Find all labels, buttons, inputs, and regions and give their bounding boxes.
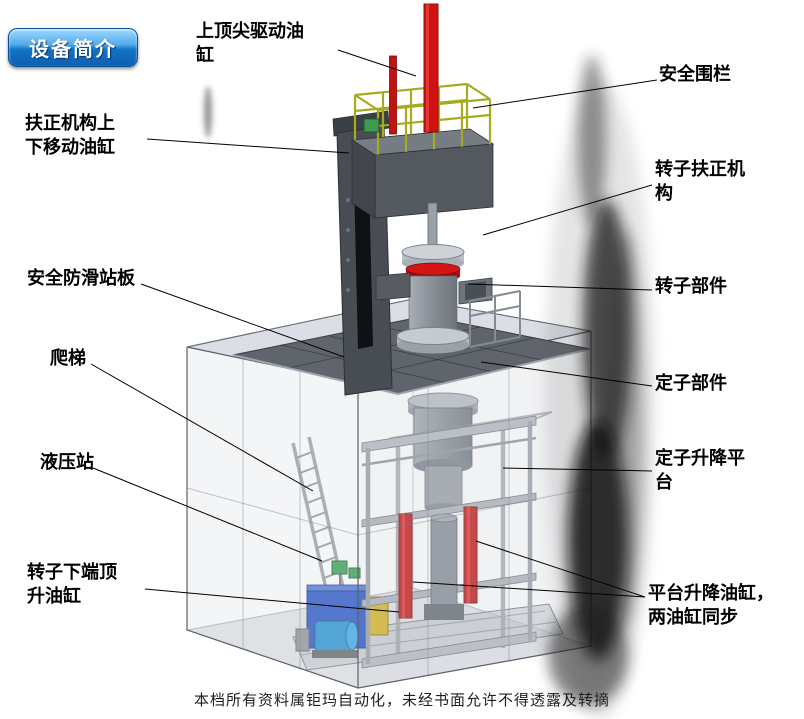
rotor-bottom-jack-cylinder — [424, 513, 464, 620]
leader-rotor-bottom-jack-cylinder — [144, 588, 400, 613]
head-box — [350, 128, 495, 219]
callout-centering-updown-cylinder: 扶正机构上 下移动油缸 — [25, 113, 115, 157]
copyright-notice: 本档所有资料属钜玛自动化，未经书面允许不得透露及转摘 — [193, 692, 610, 709]
leader-rotor-part — [467, 283, 653, 291]
stator-lift-frame-front-posts — [365, 421, 533, 664]
callout-platform-lift-cylinders: 平台升降油缸， 两油缸同步 — [648, 583, 774, 627]
callout-stator-lift-platform: 定子升降平 台 — [655, 448, 745, 492]
callout-safety-fence: 安全围栏 — [659, 64, 731, 84]
hydraulic-station — [295, 560, 389, 658]
leader-antislip-platform — [140, 283, 345, 358]
platform-side-rack — [469, 290, 521, 348]
leader-centering-updown-cylinder — [146, 138, 350, 154]
top-drive-cylinder-rod — [389, 3, 439, 135]
callout-ladder: 爬梯 — [50, 348, 86, 368]
leader-ladder — [90, 363, 314, 492]
platform-lift-cylinder-right — [463, 506, 478, 604]
leader-platform-lift-cylinder-a — [475, 540, 646, 598]
leader-safety-fence — [472, 79, 658, 109]
callout-rotor-bottom-jack-cylinder: 转子下端顶 升油缸 — [27, 562, 117, 606]
title-badge-label: 设备简介 — [29, 39, 117, 61]
leader-platform-lift-cylinder-b — [412, 581, 646, 598]
leader-hydraulic-station — [92, 467, 323, 562]
callout-antislip-platform: 安全防滑站板 — [27, 268, 135, 288]
enclosure-front-faces — [186, 298, 592, 689]
leader-stator-part — [480, 361, 653, 387]
callout-hydraulic-station: 液压站 — [40, 452, 94, 472]
platform-lift-cylinder-left — [398, 513, 413, 619]
callout-rotor-centering-mechanism: 转子扶正机 构 — [655, 159, 745, 203]
callout-rotor-part: 转子部件 — [655, 276, 727, 296]
leader-top-drive-cylinder — [337, 49, 417, 77]
leader-rotor-centering-mechanism — [482, 184, 653, 236]
title-badge: 设备简介 — [8, 28, 138, 67]
leader-lines — [90, 49, 658, 613]
rotor-assembly — [396, 202, 470, 354]
callout-stator-part: 定子部件 — [655, 373, 727, 393]
smoke-shadow — [204, 55, 655, 719]
callout-top-drive-cylinder: 上顶尖驱动油 缸 — [196, 21, 304, 65]
leader-stator-lift-platform — [502, 467, 653, 472]
valve-block — [363, 118, 380, 133]
